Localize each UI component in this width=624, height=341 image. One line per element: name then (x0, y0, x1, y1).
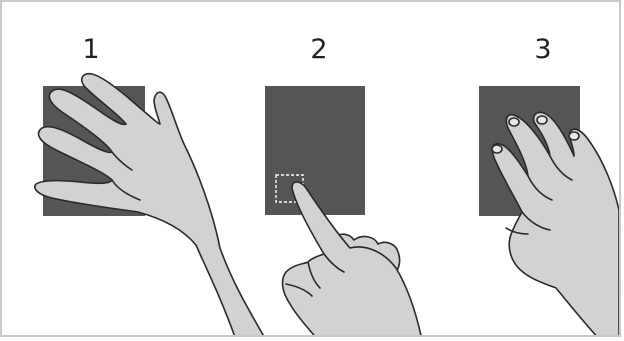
step-2-illustration (265, 86, 422, 340)
step-3-illustration (479, 86, 619, 340)
step-1-illustration (35, 74, 266, 340)
step-2-panel (265, 86, 365, 215)
